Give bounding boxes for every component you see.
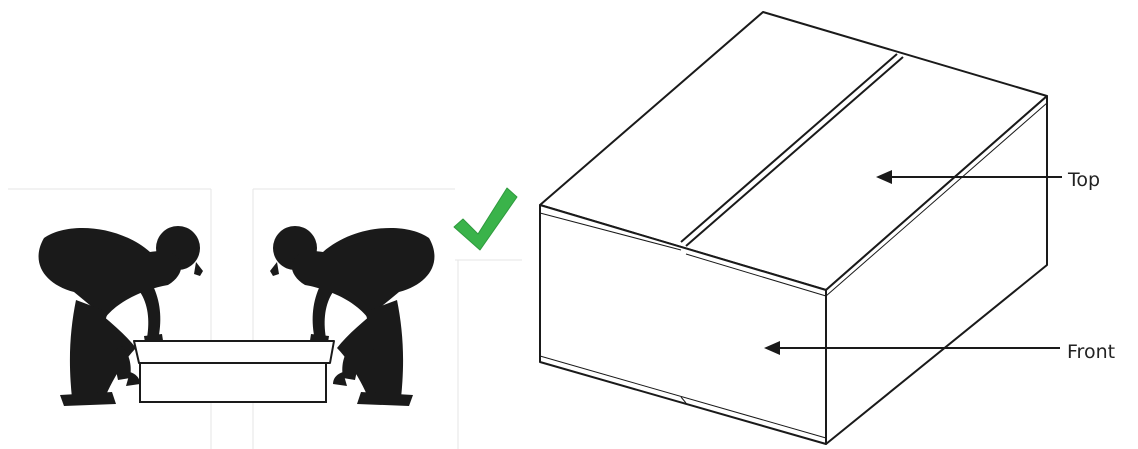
person-right-silhouette — [270, 226, 435, 406]
check-mark-icon — [453, 187, 518, 251]
top-arrow-head — [876, 170, 892, 184]
top-label: Top — [1068, 169, 1101, 191]
person-left-silhouette — [38, 226, 203, 406]
front-label: Front — [1067, 341, 1116, 363]
carried-box — [133, 340, 335, 403]
panel-borders — [8, 188, 522, 449]
isometric-box — [539, 11, 1048, 445]
callout-arrows — [764, 170, 1062, 355]
front-arrow-head — [764, 341, 780, 355]
box-side-face — [825, 95, 1048, 445]
